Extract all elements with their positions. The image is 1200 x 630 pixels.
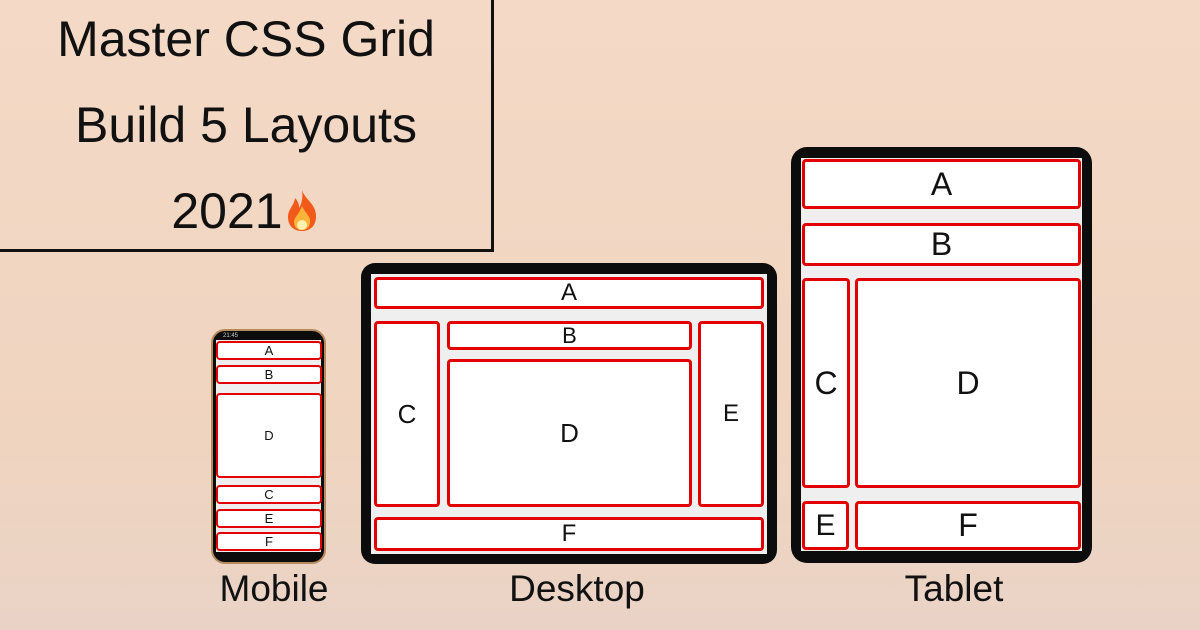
desktop-label: Desktop bbox=[509, 568, 645, 609]
tablet-cell-d: D bbox=[855, 278, 1081, 488]
tablet-cell-b: B bbox=[802, 223, 1081, 266]
tablet-cell-f: F bbox=[855, 501, 1081, 550]
desktop-cell-b: B bbox=[447, 321, 692, 350]
mobile-label: Mobile bbox=[219, 568, 329, 609]
fire-icon bbox=[287, 190, 316, 231]
title-line-2: Build 5 Layouts bbox=[75, 97, 417, 153]
mobile-cell-c: C bbox=[216, 485, 322, 504]
mobile-cell-e: E bbox=[216, 509, 322, 528]
title-line-1: Master CSS Grid bbox=[57, 11, 435, 67]
mobile-cell-f: F bbox=[216, 532, 322, 551]
tablet-cell-a: A bbox=[802, 159, 1081, 209]
desktop-cell-a: A bbox=[374, 277, 764, 309]
tablet-cell-c: C bbox=[802, 278, 850, 488]
mobile-cell-a: A bbox=[216, 341, 322, 360]
desktop-cell-c: C bbox=[374, 321, 440, 507]
title-box: Master CSS Grid Build 5 Layouts 2021 bbox=[0, 0, 494, 252]
mobile-cell-b: B bbox=[216, 365, 322, 384]
title-line-3: 2021 bbox=[0, 181, 493, 241]
tablet-label: Tablet bbox=[904, 568, 1004, 609]
year-text: 2021 bbox=[171, 183, 283, 239]
desktop-cell-f: F bbox=[374, 517, 764, 551]
mobile-cell-d: D bbox=[216, 393, 322, 478]
desktop-cell-e: E bbox=[698, 321, 764, 507]
tablet-cell-e: E bbox=[802, 501, 849, 550]
mobile-status-time: 21:45 bbox=[223, 333, 239, 339]
desktop-cell-d: D bbox=[447, 359, 692, 507]
